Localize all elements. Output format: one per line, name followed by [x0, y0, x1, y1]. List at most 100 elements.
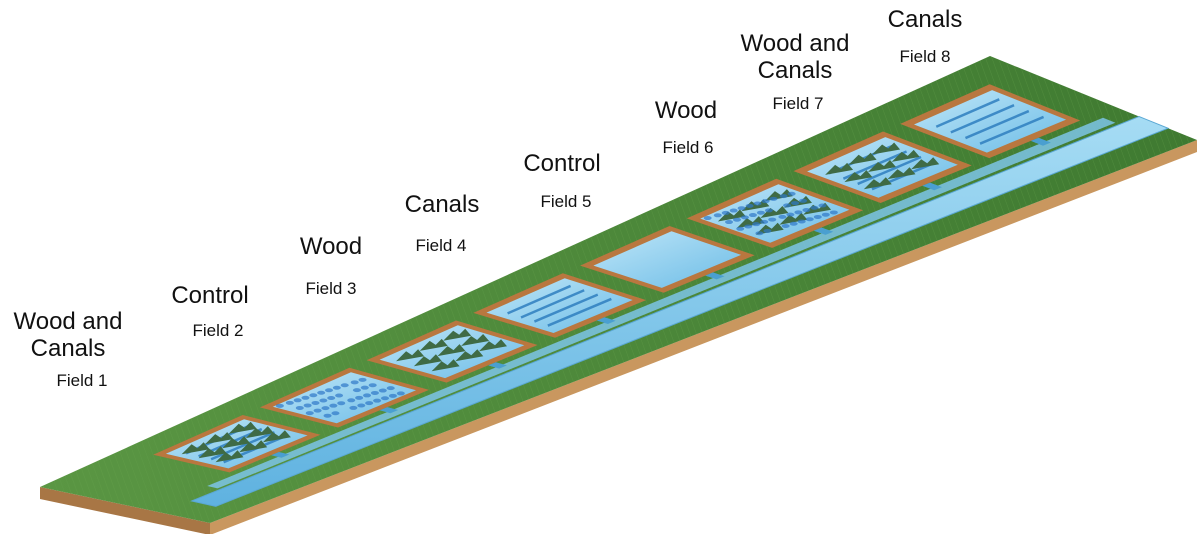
canal-line — [979, 115, 1045, 145]
field-3-name-label: Field 3 — [305, 279, 357, 298]
debris-mark — [360, 385, 369, 390]
wood-pile — [419, 338, 448, 351]
debris-mark — [350, 380, 359, 385]
canal-line — [533, 293, 599, 323]
debris-mark — [755, 231, 764, 236]
debris-mark — [805, 217, 814, 222]
field-outlet — [271, 452, 290, 458]
wood-pile — [825, 162, 854, 175]
debris-mark — [378, 388, 387, 393]
wood-pile — [455, 349, 484, 362]
wood-pile — [215, 450, 244, 463]
wood-pile — [872, 142, 901, 155]
field-6-treatment-label: Wood — [654, 97, 718, 124]
debris-mark — [713, 213, 722, 218]
debris-mark — [732, 217, 741, 222]
field-3-plot — [366, 320, 538, 383]
debris-mark — [313, 408, 322, 413]
canal-line — [857, 155, 922, 186]
debris-mark — [323, 413, 332, 418]
field-outlet — [1030, 137, 1051, 146]
wood-pile — [245, 426, 274, 439]
debris-mark — [821, 212, 830, 217]
canal-line — [547, 297, 612, 327]
debris-mark — [340, 383, 349, 388]
field-2-treatment-label: Control — [171, 282, 249, 309]
field-outlet — [705, 272, 725, 280]
wood-pile — [755, 222, 784, 235]
wood-pile — [437, 344, 466, 357]
debris-mark — [764, 208, 773, 213]
debris-mark — [357, 403, 366, 408]
field-6-name-label: Field 6 — [662, 138, 714, 157]
debris-mark — [370, 390, 379, 395]
wood-pile — [198, 446, 227, 459]
debris-mark — [789, 221, 798, 226]
debris-mark — [301, 395, 310, 400]
river-water — [190, 115, 1170, 507]
debris-mark — [736, 226, 745, 231]
field-5-treatment-label: Control — [523, 150, 601, 177]
canal-line — [964, 109, 1030, 140]
debris-mark — [352, 388, 361, 393]
debris-mark — [745, 203, 754, 208]
debris-mark — [325, 388, 334, 393]
debris-mark — [347, 398, 356, 403]
debris-mark — [761, 199, 770, 204]
debris-mark — [829, 210, 838, 215]
debris-mark — [813, 214, 822, 219]
canal-line — [935, 98, 1000, 128]
field-3-treatment-label: Wood — [299, 233, 363, 260]
debris-mark — [303, 403, 312, 408]
debris-mark — [753, 201, 762, 206]
debris-mark — [285, 400, 294, 405]
debris-mark — [317, 390, 326, 395]
debris-mark — [763, 228, 772, 233]
debris-mark — [760, 219, 769, 224]
debris-mark — [740, 215, 749, 220]
feeder-channel — [207, 117, 1116, 489]
field-2-plot — [259, 367, 429, 428]
debris-mark — [327, 395, 336, 400]
wood-pile — [863, 177, 892, 190]
canal-line — [950, 104, 1015, 134]
field-7-plot — [793, 131, 972, 203]
wood-pile — [479, 339, 507, 352]
debris-mark — [794, 210, 803, 215]
debris-mark — [373, 398, 382, 403]
debris-mark — [295, 405, 304, 410]
field-1-treatment-label: Wood and Canals — [13, 308, 123, 362]
debris-mark — [321, 406, 330, 411]
debris-mark — [332, 385, 341, 390]
wood-pile — [222, 436, 251, 449]
wood-pile — [779, 212, 808, 225]
wood-pile — [396, 349, 425, 362]
field-outlet — [379, 407, 399, 414]
field-4-treatment-label: Canals — [404, 191, 480, 218]
canal-line — [507, 284, 572, 315]
field-7-name-label: Field 7 — [772, 94, 824, 113]
debris-mark — [368, 383, 377, 388]
field-6-plot — [686, 178, 864, 248]
wood-pile — [911, 157, 940, 170]
debris-mark — [799, 198, 808, 203]
debris-mark — [725, 220, 734, 225]
debris-mark — [729, 208, 738, 213]
debris-mark — [721, 210, 730, 215]
debris-mark — [810, 205, 819, 210]
field-water — [486, 278, 633, 333]
debris-mark — [319, 398, 328, 403]
debris-mark — [752, 222, 761, 227]
debris-mark — [786, 212, 795, 217]
debris-mark — [737, 206, 746, 211]
debris-mark — [388, 393, 397, 398]
debris-mark — [818, 203, 827, 208]
field-water — [272, 372, 416, 424]
debris-mark — [335, 393, 344, 398]
debris-mark — [779, 194, 788, 199]
wood-pile — [760, 206, 789, 218]
wood-pile — [461, 334, 490, 346]
canal-line — [520, 289, 585, 319]
field-5-plot — [580, 226, 755, 293]
